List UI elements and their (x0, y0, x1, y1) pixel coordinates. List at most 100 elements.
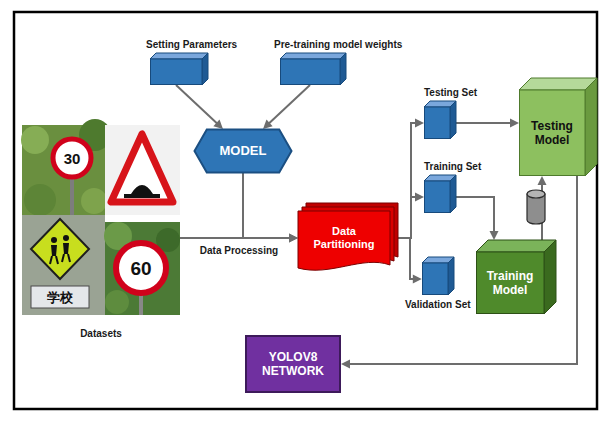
document-sheet (298, 211, 390, 270)
school-diamond (31, 219, 89, 279)
arrow-head (289, 234, 298, 243)
connector-line (398, 123, 416, 238)
connector (176, 85, 223, 129)
connector-line (398, 238, 414, 279)
box-side (450, 175, 456, 213)
cube-label: Training Model (480, 269, 540, 297)
sign-pole (70, 176, 74, 215)
box-side (450, 101, 456, 139)
box-front (281, 59, 341, 85)
dataset-label: Datasets (22, 327, 180, 340)
arrow-head (263, 120, 273, 129)
box-front (425, 181, 451, 213)
connector (398, 238, 422, 284)
arrow-head (289, 234, 298, 243)
box-front (477, 252, 545, 314)
text-slot: MODEL (208, 128, 279, 174)
arrow-head (213, 120, 223, 129)
sign-pole (139, 294, 143, 315)
speed-sign-photo (104, 222, 180, 315)
child-figure (63, 235, 69, 241)
training-set-block: Training Set (424, 160, 481, 213)
database-cylinder (527, 190, 545, 198)
arrow-head (415, 193, 424, 202)
box-front (520, 90, 586, 176)
box-side (585, 78, 597, 176)
connector (456, 119, 519, 128)
connector-line (398, 197, 416, 238)
validation-set-block: Validation Set (405, 257, 471, 311)
data-block (150, 53, 208, 85)
text-slot: Training Model (476, 252, 544, 314)
block-label: Training Set (424, 160, 481, 173)
training-model-cube: Training Model (476, 240, 556, 314)
connector-line (180, 237, 290, 239)
connector (243, 173, 298, 243)
data-block (280, 53, 346, 85)
box-front (422, 263, 448, 295)
arrow-head (415, 119, 424, 128)
arrow-head (490, 231, 499, 240)
school-sign-photo (22, 215, 105, 315)
speed-limit-number: 30 (64, 151, 81, 166)
box-top (519, 78, 597, 90)
bump-symbol (124, 185, 160, 198)
box-top (280, 53, 346, 59)
model-hexagon: MODEL (193, 128, 293, 174)
text-slot: Testing Model (519, 90, 585, 176)
connector-line (456, 197, 494, 232)
box-side (448, 257, 454, 295)
parameter-block: Setting Parameters (146, 38, 237, 85)
network-shape (246, 336, 340, 392)
speed-sign (53, 139, 91, 177)
connector-line (269, 85, 310, 124)
box-side (202, 53, 208, 85)
child-figure (50, 254, 70, 264)
label-slot: 30 (64, 151, 81, 166)
connector (180, 234, 298, 243)
speed-sign (116, 243, 166, 293)
arrow-head (413, 275, 422, 284)
speed-sign-photo (21, 119, 111, 216)
network-label: YOLOV8 NETWORK (253, 350, 333, 378)
cube-label: Testing Model (523, 119, 581, 147)
dataset-panel: Datasets (22, 125, 180, 340)
child-figure (51, 237, 57, 243)
bump-sign-photo (105, 125, 180, 215)
sign-plate (31, 286, 89, 308)
block-label: Testing Set (424, 86, 477, 99)
photo-ground (105, 125, 180, 215)
speed-limit-number: 60 (130, 259, 151, 278)
connector-line (176, 85, 217, 124)
frame-border (14, 12, 597, 409)
arrow-head (510, 119, 519, 128)
box-front (151, 59, 203, 85)
label-slot: 学校 (47, 291, 73, 304)
testing-model-cube: Testing Model (519, 78, 597, 176)
data-block (424, 101, 456, 139)
data-block (422, 257, 454, 295)
weights-block: Pre-training model weights (274, 38, 402, 85)
block-label: Validation Set (405, 298, 471, 311)
dataset-area (22, 125, 180, 315)
block-label: Setting Parameters (146, 38, 237, 51)
edge-label-slot: Data Processing (198, 244, 280, 257)
network-box: YOLOV8 NETWORK (245, 335, 341, 393)
box-front (425, 107, 451, 139)
foliage (105, 290, 129, 314)
arrow-head (538, 176, 547, 185)
text-slot: YOLOV8 NETWORK (245, 335, 341, 393)
testing-set-block: Testing Set (424, 86, 477, 139)
connector (398, 119, 424, 239)
block-label: Pre-training model weights (274, 38, 402, 51)
child-figure (51, 243, 69, 256)
foliage (81, 188, 107, 214)
box-side (340, 53, 346, 85)
connector-line (456, 122, 511, 124)
hexagon-shape (195, 130, 292, 173)
foliage (24, 184, 56, 216)
connector (263, 85, 310, 129)
photo-ground (22, 215, 105, 315)
connector-line (243, 173, 290, 238)
